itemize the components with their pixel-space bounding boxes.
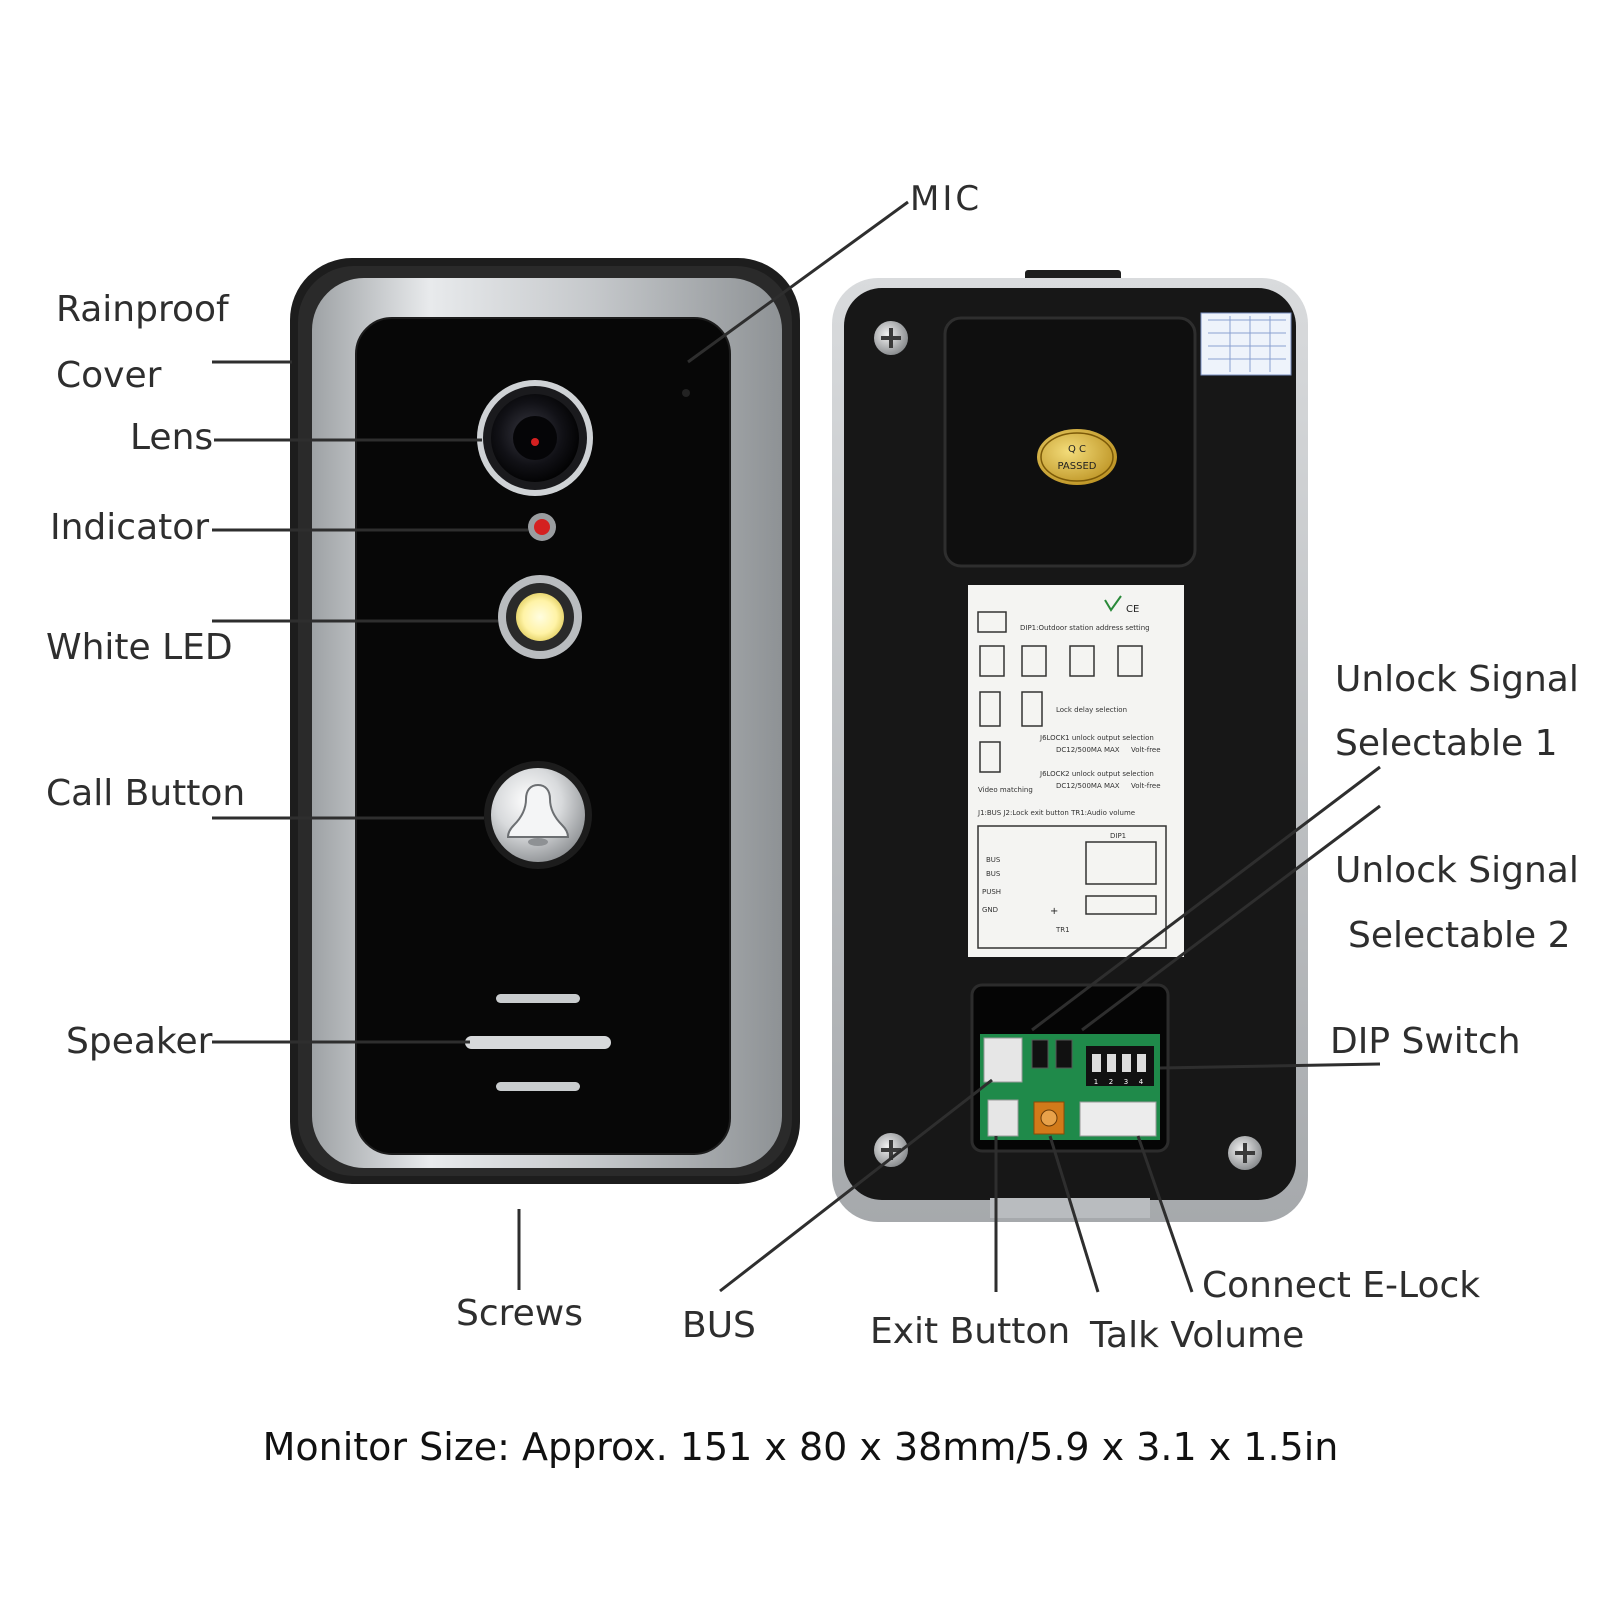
dip-number-4: 4 (1139, 1078, 1144, 1086)
lens-icon (477, 380, 593, 496)
label-connect-elock: Connect E-Lock (1202, 1265, 1481, 1306)
screw-icon (1228, 1136, 1262, 1170)
front-unit (290, 258, 800, 1184)
label-unlock2-line2: Selectable 2 (1348, 915, 1571, 956)
label-speaker: Speaker (66, 1021, 213, 1062)
leader-unlock1 (1031, 765, 1381, 1032)
leader-talk-volume (1048, 1135, 1100, 1293)
pcb-window: 1 2 3 4 (970, 983, 1170, 1153)
spec-terminal-bus2: BUS (986, 870, 1001, 878)
label-bus: BUS (682, 1305, 756, 1346)
elock-connector (1079, 1101, 1157, 1137)
dip-diagram (1117, 645, 1143, 677)
spec-dc-rating-2: DC12/500MA MAX (1056, 782, 1120, 790)
dip-number-3: 3 (1124, 1078, 1128, 1086)
label-exit-button: Exit Button (870, 1311, 1071, 1352)
spec-video-matching: Video matching (978, 786, 1033, 794)
jumper-diagram (979, 741, 1001, 773)
label-dip-switch: DIP Switch (1330, 1021, 1521, 1062)
qc-passed-sticker: Q C PASSED (1037, 429, 1117, 485)
spec-lock-delay: Lock delay selection (1056, 706, 1127, 714)
dip-number-2: 2 (1109, 1078, 1113, 1086)
plus-icon: + (1050, 906, 1058, 917)
label-unlock2-line1: Unlock Signal (1335, 850, 1579, 891)
leader-dip-switch (1159, 1062, 1381, 1070)
spec-lock1: J6LOCK1 unlock output selection (1039, 734, 1154, 742)
spec-volt-free-1: Volt-free (1131, 746, 1161, 754)
footer-dimensions: Monitor Size: Approx. 151 x 80 x 38mm/5.… (262, 1425, 1339, 1469)
spec-volt-free-2: Volt-free (1131, 782, 1161, 790)
leader-elock (1136, 1135, 1194, 1293)
mic-hole (682, 389, 690, 397)
label-rainproof-line2: Cover (56, 355, 162, 396)
dip-diagram (1085, 841, 1157, 885)
label-rainproof-line1: Rainproof (56, 289, 229, 330)
bottom-tab (990, 1198, 1150, 1218)
spec-tr1: TR1 (1055, 926, 1070, 934)
leader-bus (719, 1078, 993, 1293)
glass-panel-edge (355, 317, 731, 1155)
bus-connector (983, 1037, 1023, 1083)
spec-dip1: DIP1 (1110, 832, 1126, 840)
label-unlock1-line2: Selectable 1 (1335, 723, 1558, 764)
indicator-icon (528, 513, 556, 541)
check-icon (1104, 595, 1122, 612)
spec-terminal-gnd: GND (982, 906, 998, 914)
label-lens: Lens (130, 417, 214, 458)
spec-dip-caption: DIP1:Outdoor station address setting (1020, 624, 1150, 632)
label-call-button: Call Button (46, 773, 246, 814)
white-led-icon (498, 575, 582, 659)
exit-button-connector (987, 1099, 1019, 1137)
jumper-diagram (979, 691, 1001, 727)
leader-unlock2 (1081, 804, 1381, 1032)
dip-diagram (977, 611, 1007, 633)
label-indicator: Indicator (50, 507, 210, 548)
dip-switch: 1 2 3 4 (1086, 1046, 1154, 1086)
label-unlock1-line1: Unlock Signal (1335, 659, 1579, 700)
spec-dc-rating-1: DC12/500MA MAX (1056, 746, 1120, 754)
serial-label (1200, 312, 1292, 376)
terminal-diagram (1085, 895, 1157, 915)
leader-mic (687, 200, 909, 364)
screw-icon (874, 321, 908, 355)
call-button-icon (484, 761, 592, 869)
jumper-diagram (1021, 691, 1043, 727)
jumper-j4 (1055, 1039, 1073, 1069)
label-mic: MIC (910, 179, 983, 219)
label-white-led: White LED (46, 627, 233, 668)
label-talk-volume: Talk Volume (1090, 1315, 1305, 1356)
dip-diagram (979, 645, 1005, 677)
label-screws: Screws (456, 1293, 584, 1334)
back-unit: Q C PASSED DIP1:Outdoor station address … (832, 270, 1308, 1222)
qc-sticker-line1: Q C (1068, 444, 1086, 455)
spec-terminal-push: PUSH (982, 888, 1001, 896)
dip-diagram (1021, 645, 1047, 677)
ce-mark-icon: CE (1126, 604, 1139, 615)
spec-terminal-bus1: BUS (986, 856, 1001, 864)
jumper-j3 (1031, 1039, 1049, 1069)
qc-sticker-line2: PASSED (1058, 461, 1097, 472)
spec-jumper-legend: J1:BUS J2:Lock exit button TR1:Audio vol… (977, 809, 1135, 817)
dip-diagram (1069, 645, 1095, 677)
speaker-grille (465, 994, 611, 1091)
spec-sheet: DIP1:Outdoor station address setting CE … (968, 585, 1184, 957)
pcb-layout-diagram (977, 825, 1167, 949)
dip-number-1: 1 (1094, 1078, 1098, 1086)
leader-lines (212, 200, 1381, 1293)
spec-lock2: J6LOCK2 unlock output selection (1039, 770, 1154, 778)
glass-panel (356, 318, 730, 1154)
